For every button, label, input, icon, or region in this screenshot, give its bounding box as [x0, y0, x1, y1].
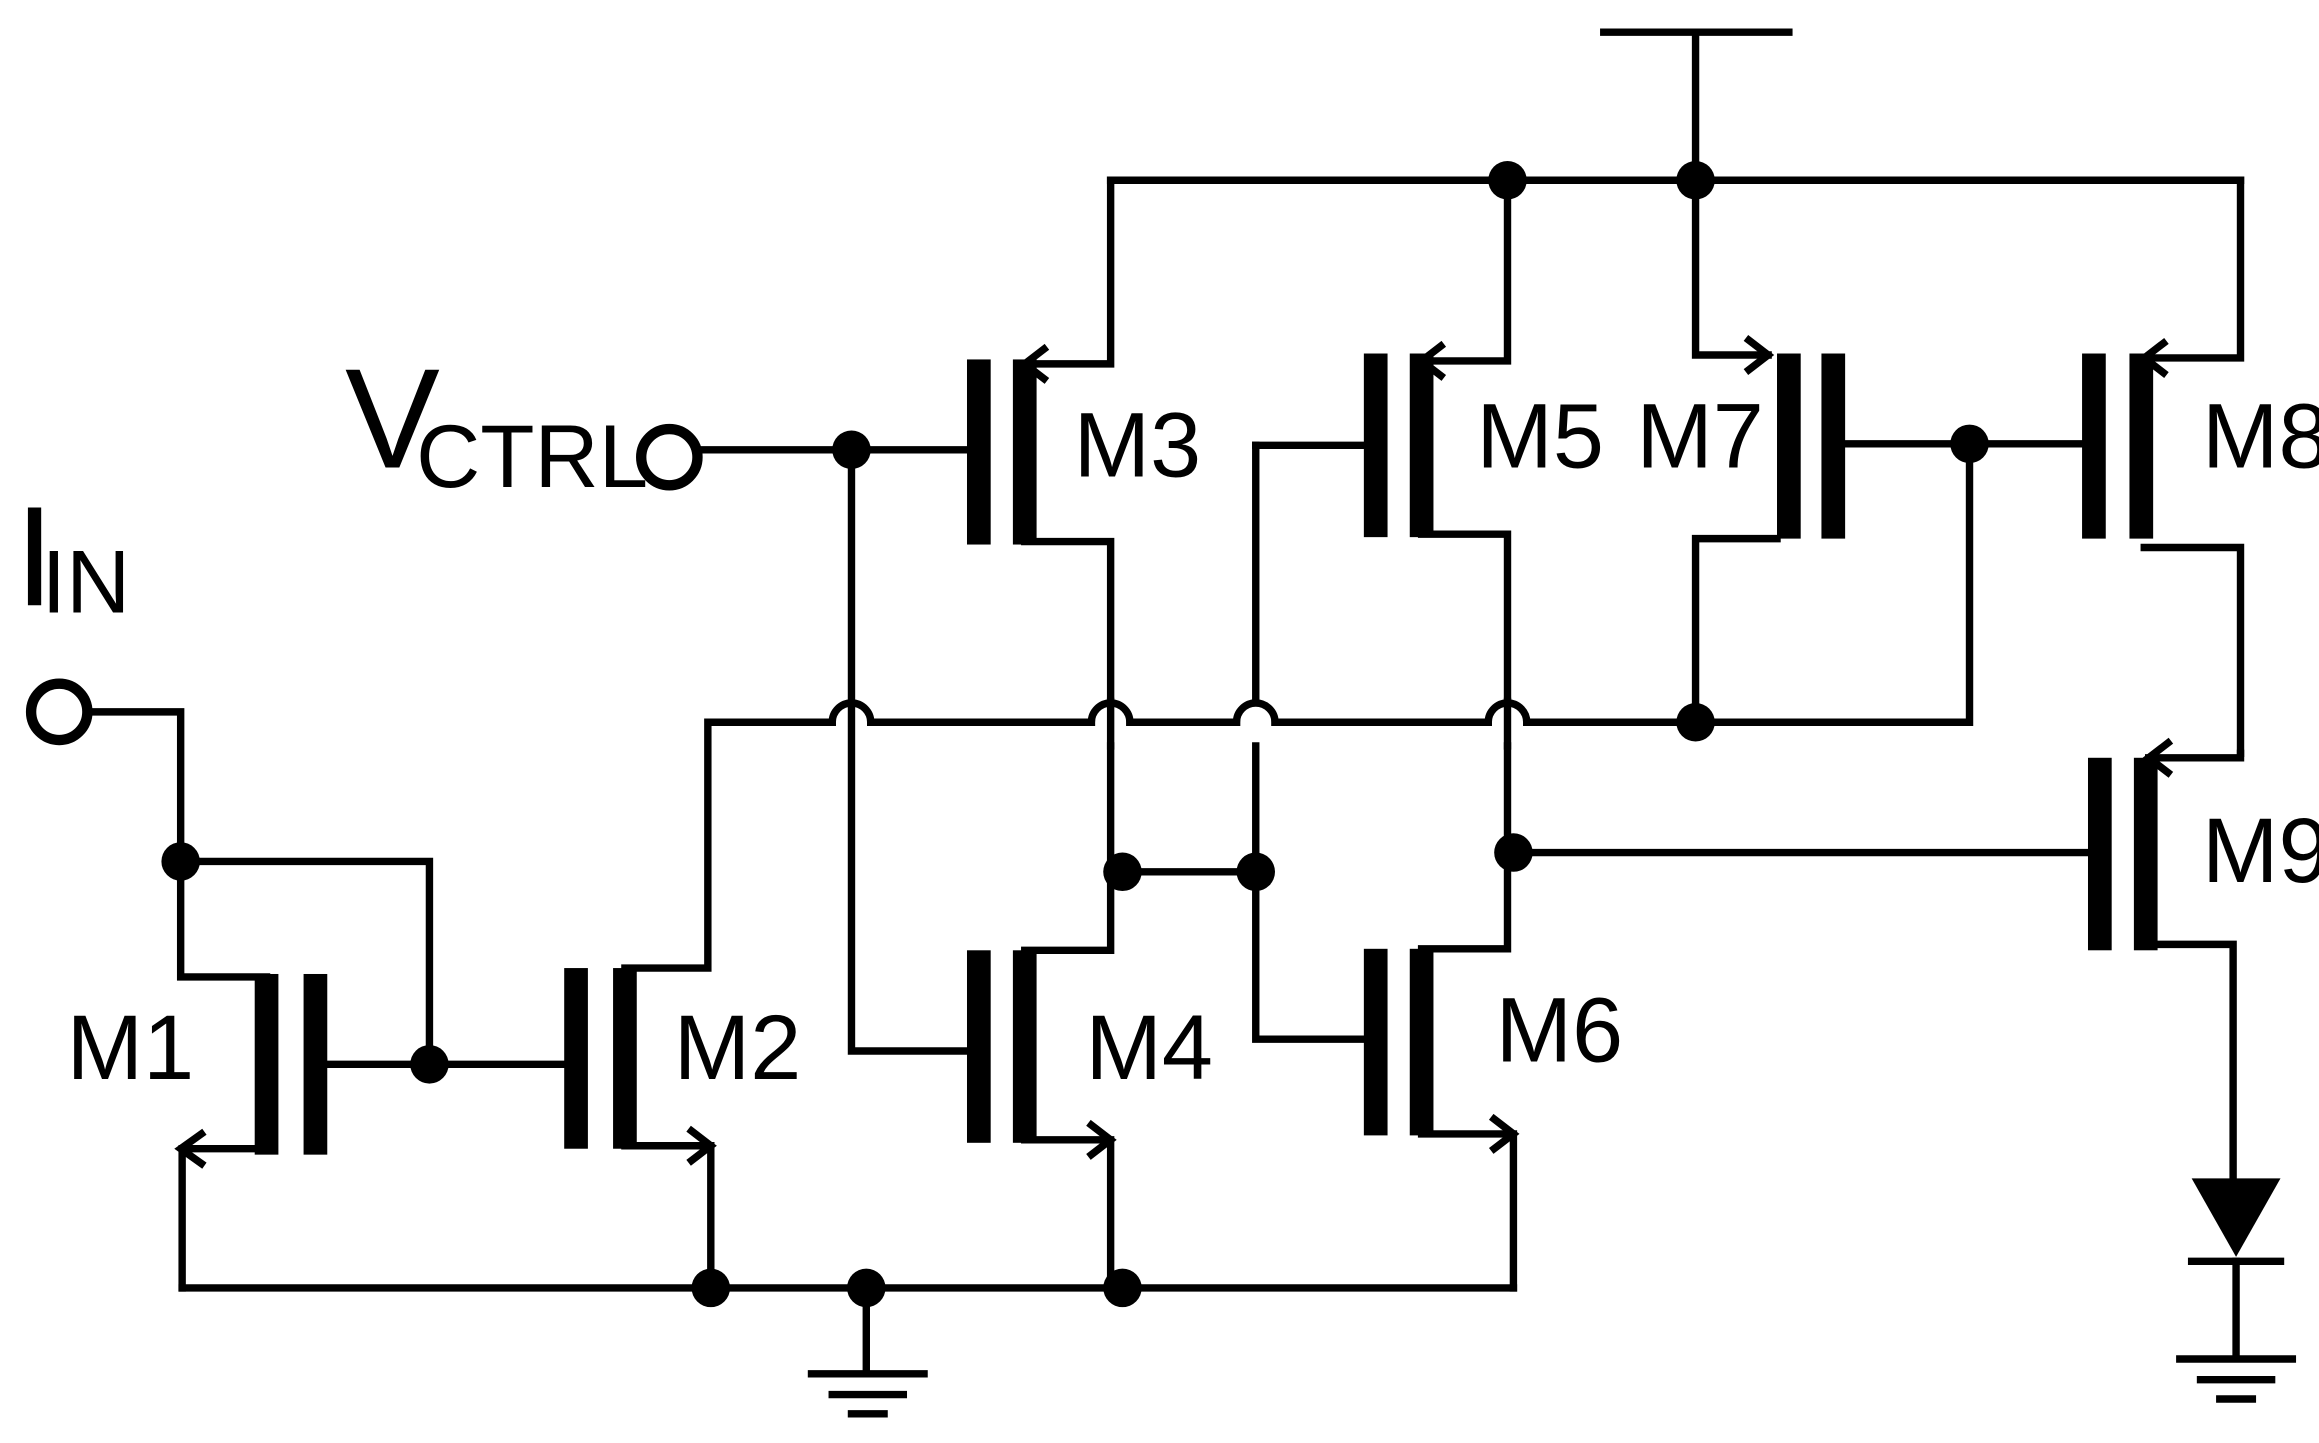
transistor-m4: M4 — [966, 742, 1213, 1292]
transistor-m7: M7 — [1636, 176, 2086, 726]
label-vctrl-sub: CTRL — [416, 407, 648, 506]
label-m9: M9 — [2202, 800, 2319, 902]
label-m2: M2 — [674, 997, 802, 1099]
ground-symbol-right — [2176, 1355, 2297, 1403]
transistor-m1: M1 — [67, 842, 571, 1292]
vdd-rail — [1106, 28, 2245, 200]
diode — [2187, 1178, 2285, 1360]
transistor-m3: M3 — [966, 176, 1202, 706]
mid-node — [1103, 697, 1512, 892]
label-vctrl-main: V — [345, 340, 440, 499]
vctrl-terminal: V CTRL — [345, 340, 974, 1055]
label-iin-sub: IN — [41, 533, 130, 632]
label-m6: M6 — [1496, 979, 1624, 1081]
label-m7: M7 — [1636, 386, 1764, 488]
label-m3: M3 — [1074, 394, 1202, 496]
iin-terminal: I IN — [15, 477, 185, 866]
transistor-m5: M5 — [1252, 176, 1604, 706]
ground-symbol-left — [807, 1370, 928, 1418]
label-m1: M1 — [67, 997, 195, 1099]
ground-bus — [178, 1268, 1518, 1375]
label-m4: M4 — [1085, 997, 1213, 1099]
label-iin-main: I — [15, 477, 54, 636]
transistor-m8: M8 — [2082, 176, 2319, 758]
label-m8: M8 — [2202, 386, 2319, 488]
crossover-net — [828, 440, 1974, 742]
transistor-m2: M2 — [564, 718, 836, 1292]
transistor-m6: M6 — [1252, 441, 1624, 1292]
transistor-m9: M9 — [1494, 737, 2319, 1183]
label-m5: M5 — [1476, 386, 1604, 488]
